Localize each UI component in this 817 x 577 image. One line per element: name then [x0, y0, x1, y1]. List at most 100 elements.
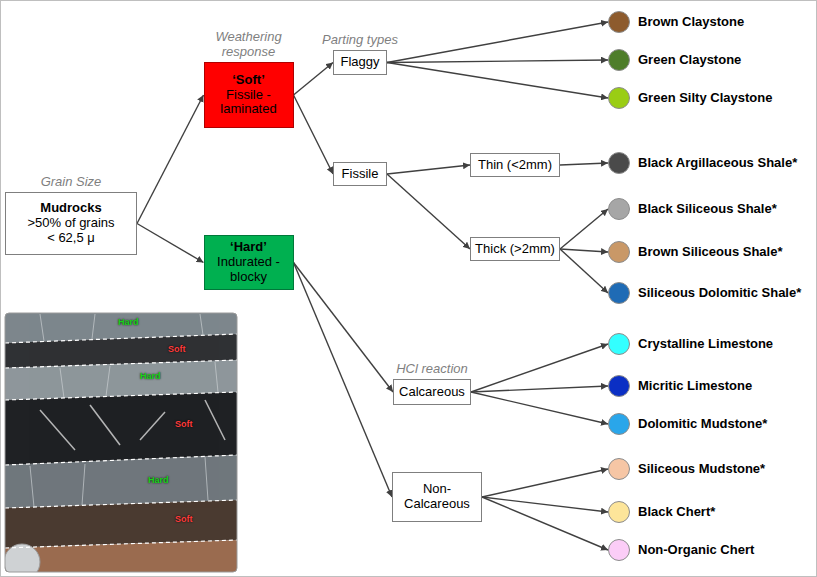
rock-type-label: Siliceous Dolomitic Shale* — [608, 281, 801, 305]
rock-type-text: Brown Siliceous Shale* — [638, 245, 783, 260]
weathering-box: Weathering response‘Soft’Fissile - lamin… — [204, 62, 294, 128]
box-text: Flaggy — [340, 55, 379, 70]
color-dot — [608, 241, 630, 263]
color-dot — [608, 501, 630, 523]
layer-label: Soft — [175, 515, 193, 525]
heading-label: HCl reaction — [396, 362, 468, 377]
box-text: Calcareous — [399, 385, 465, 400]
connector-arrow — [137, 95, 204, 224]
vein — [90, 405, 120, 445]
fracture — [40, 314, 44, 341]
color-dot — [608, 333, 630, 355]
rock-type-label: Green Silty Claystone — [608, 86, 772, 110]
box-text: Non-Calcareous — [397, 482, 477, 512]
soft-layer — [5, 392, 237, 465]
rock-type-text: Green Silty Claystone — [638, 91, 772, 106]
rock-type-text: Micritic Limestone — [638, 379, 752, 394]
layer-label: Soft — [175, 420, 193, 430]
rock-type-text: Siliceous Mudstone* — [638, 462, 765, 477]
box-title: ‘Soft’ — [232, 73, 265, 88]
connector-arrow — [294, 63, 334, 96]
connector-arrow — [387, 174, 470, 249]
heading-label: Weathering response — [206, 30, 292, 60]
boundary-line — [5, 392, 237, 400]
connector-arrow — [294, 95, 334, 174]
connector-arrow — [560, 209, 608, 249]
rock-type-label: Brown Claystone — [608, 10, 744, 34]
color-dot — [608, 152, 630, 174]
rock-layers — [5, 313, 237, 572]
color-dot — [608, 539, 630, 561]
rock-type-label: Black Argillaceous Shale* — [608, 151, 797, 175]
thickness-box: Thick (>2mm) — [470, 237, 560, 261]
rock-type-text: Dolomitic Mudstone* — [638, 417, 767, 432]
connector-arrow — [560, 249, 608, 252]
fracture — [82, 464, 85, 505]
box-title: Mudrocks — [40, 201, 101, 216]
soft-layer — [5, 500, 237, 548]
rock-type-text: Black Argillaceous Shale* — [638, 156, 797, 171]
rock-type-label: Non-Organic Chert — [608, 538, 754, 562]
connector-arrow — [387, 60, 608, 63]
box-text: Thick (>2mm) — [475, 242, 555, 257]
connector-arrow — [471, 386, 608, 392]
color-dot — [608, 413, 630, 435]
weathering-box: ‘Hard’Indurated - blocky — [204, 235, 294, 290]
boundary-line — [5, 455, 237, 465]
box-text: Fissile — [342, 167, 379, 182]
layer-label: Hard — [118, 318, 139, 328]
rock-type-text: Brown Claystone — [638, 15, 744, 30]
fracture — [215, 362, 218, 392]
vein — [205, 400, 225, 440]
box-title: ‘Hard’ — [230, 240, 267, 255]
rock-type-text: Non-Organic Chert — [638, 543, 754, 558]
fracture — [30, 466, 34, 507]
rock-type-label: Micritic Limestone — [608, 374, 752, 398]
rock-type-label: Black Chert* — [608, 500, 715, 524]
rock-type-label: Dolomitic Mudstone* — [608, 412, 767, 436]
layer-label: Hard — [148, 476, 169, 486]
hcl-box: Non-Calcareous — [392, 472, 482, 522]
heading-label: Parting types — [322, 33, 398, 48]
connector-arrow — [387, 63, 608, 99]
parting-box: Parting typesFlaggy — [333, 50, 387, 75]
color-dot — [608, 87, 630, 109]
hcl-box: HCl reactionCalcareous — [393, 379, 471, 405]
box-text: Fissile - laminated — [209, 88, 289, 118]
rock-type-label: Crystalline Limestone — [608, 332, 773, 356]
boundary-line — [5, 540, 237, 548]
fracture — [205, 457, 208, 500]
boundary-line — [5, 360, 237, 368]
layer-label: Soft — [168, 345, 186, 355]
connector-arrow — [482, 497, 608, 550]
connector-arrow — [294, 263, 394, 393]
thickness-box: Thin (<2mm) — [470, 153, 560, 177]
scale-object — [5, 544, 40, 572]
color-dot — [608, 282, 630, 304]
heading-label: Grain Size — [41, 175, 102, 190]
color-dot — [608, 458, 630, 480]
color-dot — [608, 198, 630, 220]
boundary-line — [5, 334, 237, 343]
connector-arrow — [387, 22, 608, 63]
rock-type-text: Black Chert* — [638, 505, 715, 520]
connector-arrow — [294, 263, 393, 498]
soil-layer — [5, 540, 237, 572]
box-text: Indurated - blocky — [209, 255, 289, 285]
rock-type-label: Siliceous Mudstone* — [608, 457, 765, 481]
rock-type-text: Crystalline Limestone — [638, 337, 773, 352]
box-text: >50% of grains < 62,5 μ — [25, 216, 117, 246]
hard-layer — [5, 455, 237, 508]
fracture — [200, 314, 203, 335]
fracture — [92, 314, 95, 339]
calcite-veins — [40, 400, 225, 450]
parting-box: Fissile — [333, 162, 387, 186]
vein — [40, 410, 75, 450]
rock-type-label: Black Siliceous Shale* — [608, 197, 777, 221]
color-dot — [608, 11, 630, 33]
vein — [140, 412, 165, 440]
fractures — [30, 314, 218, 507]
